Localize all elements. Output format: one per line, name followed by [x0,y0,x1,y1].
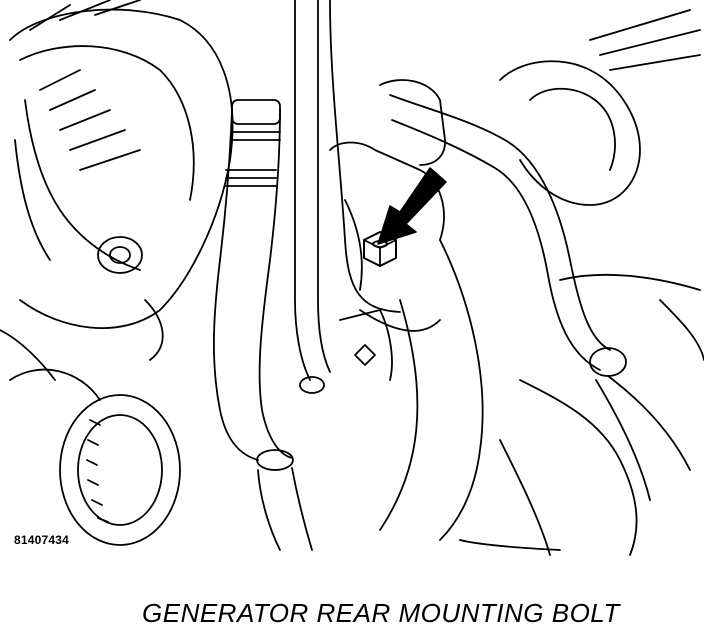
generator-housing [9,0,234,361]
hose-left-vertical [213,99,313,551]
figure-caption: GENERATOR REAR MOUNTING BOLT [142,598,620,628]
tube-right [389,94,691,501]
figure-number: 81407434 [14,533,69,547]
engine-bay-line-drawing [0,0,704,556]
drive-pulley [0,329,181,546]
right-lower-components [459,273,704,556]
bolt-indicator-arrow [377,167,447,245]
hose-clamp-upper-right [379,9,701,206]
hose-center-vertical [294,0,401,394]
mounting-bracket [329,141,484,541]
